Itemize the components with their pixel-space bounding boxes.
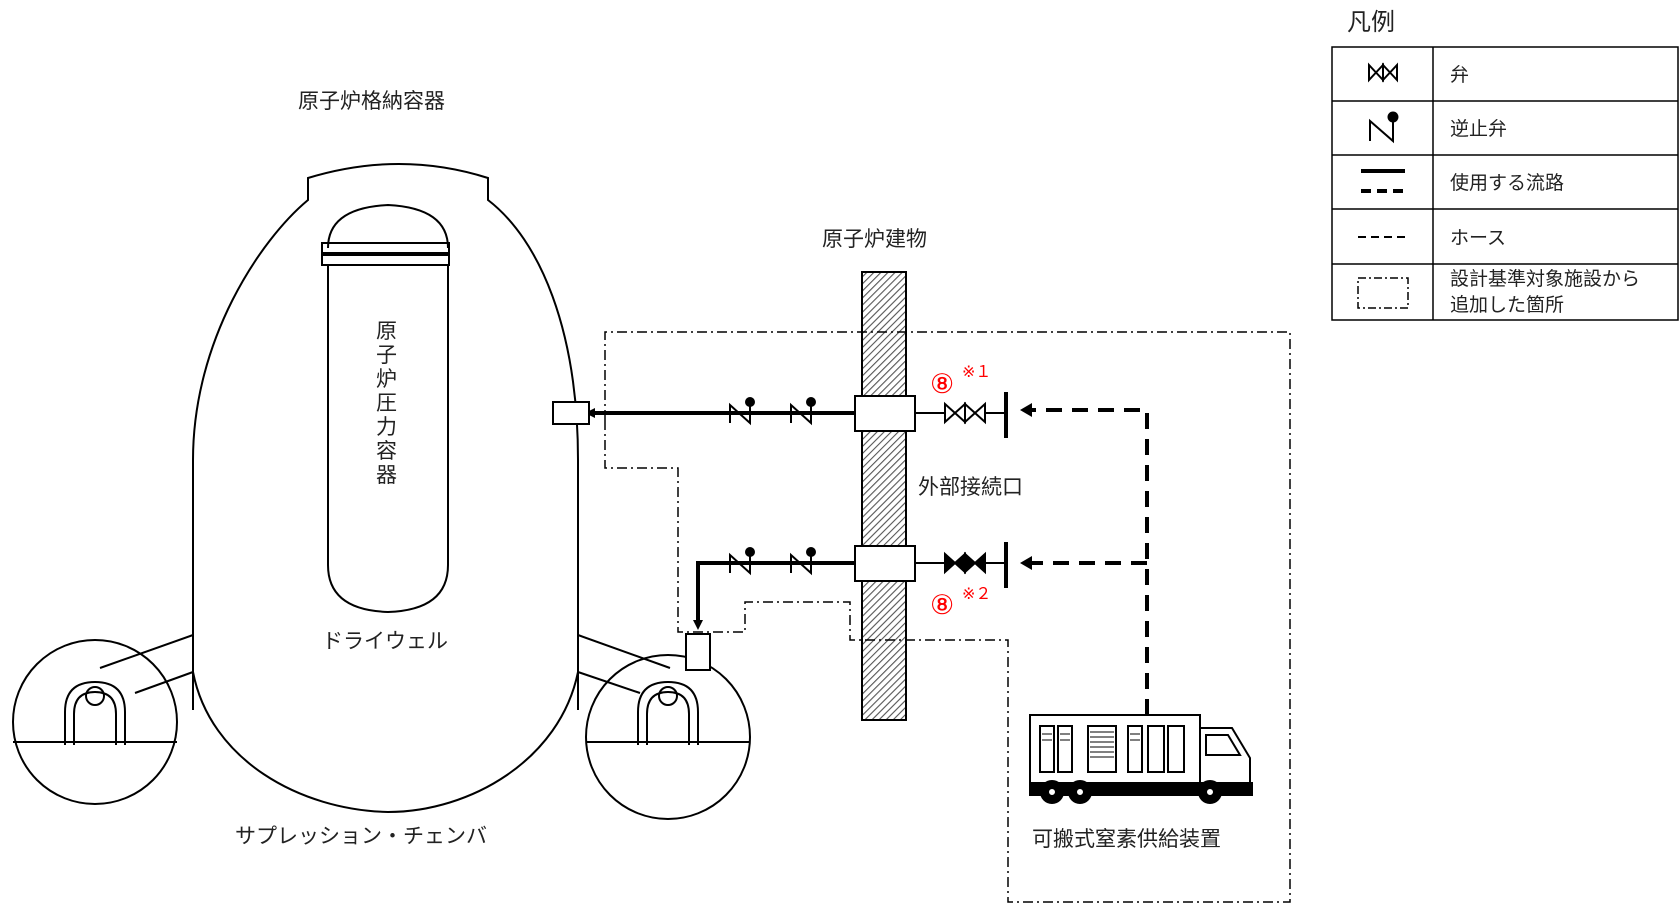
marker-2-note: ※２ (962, 584, 991, 603)
lower-valve-icon (944, 551, 986, 575)
rpv-char: 力 (376, 415, 397, 439)
flow-path-icon (1361, 169, 1405, 193)
suppression-chamber (12, 639, 751, 820)
check-valve-icon (1369, 111, 1399, 144)
external-port-label: 外部接続口 (918, 475, 1023, 499)
drywell-connection-box (552, 401, 590, 425)
marker-2: ⑧ (930, 590, 954, 621)
reactor-building-wall (861, 271, 907, 721)
added-area-icon (1357, 277, 1409, 309)
drywell-bottom (192, 671, 579, 814)
upper-check-valve-2 (790, 397, 816, 426)
valve-icon (1368, 62, 1398, 83)
legend-table (1331, 46, 1679, 321)
containment-vessel (192, 163, 579, 710)
legend: 凡例 弁 逆止弁 使用する流路 ホース 設計基準対象施設から 追加し (1331, 8, 1679, 321)
building-label: 原子炉建物 (822, 227, 927, 251)
legend-label: 逆止弁 (1450, 118, 1507, 140)
upper-check-valve-1 (729, 397, 755, 426)
nitrogen-supply-truck-icon (1029, 714, 1253, 804)
hose-lines (1030, 408, 1149, 715)
rpv-char: 原 (376, 319, 397, 343)
legend-label: 弁 (1450, 64, 1469, 86)
suppression-connection-box (685, 633, 711, 671)
rpv-char: 炉 (376, 367, 397, 391)
suppression-label: サプレッション・チェンバ (235, 824, 487, 848)
legend-title: 凡例 (1347, 8, 1395, 36)
legend-label: 設計基準対象施設から (1450, 268, 1640, 290)
nitrogen-unit-label: 可搬式窒素供給装置 (1032, 827, 1221, 851)
rpv-char: 容 (376, 439, 397, 463)
upper-valve-icon (944, 401, 986, 425)
rpv-char: 子 (376, 343, 397, 367)
hose-arrow-lower (1020, 556, 1032, 570)
lower-penetration-box (854, 545, 916, 582)
lower-supply-line (693, 561, 1005, 630)
drywell-label: ドライウェル (322, 629, 448, 653)
reactor-pressure-vessel (321, 203, 450, 614)
legend-label: ホース (1450, 227, 1506, 249)
lower-check-valve-1 (729, 547, 755, 576)
marker-1-note: ※１ (962, 362, 991, 381)
lower-check-valve-2 (790, 547, 816, 576)
containment-label: 原子炉格納容器 (298, 89, 445, 113)
upper-penetration-box (854, 395, 916, 432)
vent-pipes (99, 634, 671, 694)
rpv-char: 器 (376, 463, 397, 487)
rpv-vertical-label: 原 子 炉 圧 力 容 器 (376, 319, 397, 487)
marker-1: ⑧ (930, 369, 954, 400)
legend-label: 追加した箇所 (1450, 294, 1564, 316)
hose-arrow-upper (1020, 403, 1032, 417)
legend-label: 使用する流路 (1450, 172, 1564, 194)
rpv-char: 圧 (376, 391, 397, 415)
added-area-boundary (604, 331, 1291, 903)
